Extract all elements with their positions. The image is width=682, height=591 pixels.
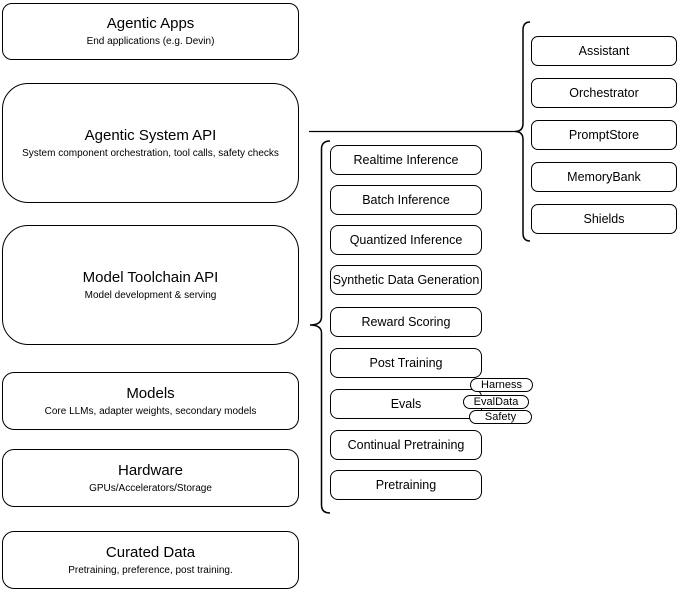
- node-subtitle: Core LLMs, adapter weights, secondary mo…: [44, 405, 257, 417]
- node-assistant: Assistant: [531, 36, 677, 66]
- node-agentic-system-api: Agentic System API System component orch…: [2, 83, 299, 203]
- node-label: Assistant: [578, 44, 630, 58]
- node-label: MemoryBank: [567, 170, 641, 184]
- node-subtitle: Model development & serving: [84, 289, 217, 301]
- node-post-training: Post Training: [330, 348, 482, 378]
- node-subtitle: Pretraining, preference, post training.: [68, 564, 233, 576]
- tag-safety: Safety: [469, 410, 532, 424]
- node-memorybank: MemoryBank: [531, 162, 677, 192]
- node-reward-scoring: Reward Scoring: [330, 307, 482, 337]
- node-subtitle: GPUs/Accelerators/Storage: [89, 482, 212, 494]
- node-label: Pretraining: [375, 478, 437, 492]
- node-model-toolchain-api: Model Toolchain API Model development & …: [2, 225, 299, 345]
- node-label: PromptStore: [568, 128, 640, 142]
- node-label: Post Training: [369, 356, 443, 370]
- node-curated-data: Curated Data Pretraining, preference, po…: [2, 531, 299, 589]
- tag-evaldata: EvalData: [463, 395, 529, 409]
- node-title: Models: [126, 384, 175, 402]
- node-batch-inference: Batch Inference: [330, 185, 482, 215]
- node-label: Reward Scoring: [361, 315, 451, 329]
- node-quantized-inference: Quantized Inference: [330, 225, 482, 255]
- node-shields: Shields: [531, 204, 677, 234]
- node-pretraining: Pretraining: [330, 470, 482, 500]
- node-label: Continual Pretraining: [347, 438, 465, 452]
- node-continual-pretraining: Continual Pretraining: [330, 430, 482, 460]
- tag-label: EvalData: [473, 395, 519, 408]
- node-orchestrator: Orchestrator: [531, 78, 677, 108]
- tag-harness: Harness: [470, 378, 533, 392]
- node-title: Curated Data: [105, 543, 196, 561]
- node-title: Agentic Apps: [106, 15, 195, 32]
- node-hardware: Hardware GPUs/Accelerators/Storage: [2, 449, 299, 507]
- node-subtitle: End applications (e.g. Devin): [86, 36, 215, 47]
- node-label: Batch Inference: [362, 193, 450, 207]
- node-label: Realtime Inference: [353, 153, 459, 167]
- node-subtitle: System component orchestration, tool cal…: [22, 147, 279, 159]
- node-agentic-apps: Agentic Apps End applications (e.g. Devi…: [2, 3, 299, 60]
- system-components-bracket: [514, 21, 531, 242]
- node-promptstore: PromptStore: [531, 120, 677, 150]
- tag-label: Safety: [484, 410, 517, 423]
- node-models: Models Core LLMs, adapter weights, secon…: [2, 372, 299, 430]
- node-title: Agentic System API: [84, 126, 217, 144]
- node-label: Shields: [583, 212, 625, 226]
- node-synthetic-data-generation: Synthetic Data Generation: [330, 265, 482, 295]
- node-title: Model Toolchain API: [82, 268, 219, 286]
- node-label: Evals: [390, 397, 422, 411]
- node-label: Orchestrator: [569, 86, 639, 100]
- node-realtime-inference: Realtime Inference: [330, 145, 482, 175]
- node-evals: Evals: [330, 389, 482, 419]
- tag-label: Harness: [481, 378, 522, 391]
- node-label: Quantized Inference: [349, 233, 463, 247]
- node-label: Synthetic Data Generation: [332, 273, 480, 287]
- node-title: Hardware: [117, 461, 184, 479]
- toolchain-components-bracket: [309, 140, 331, 514]
